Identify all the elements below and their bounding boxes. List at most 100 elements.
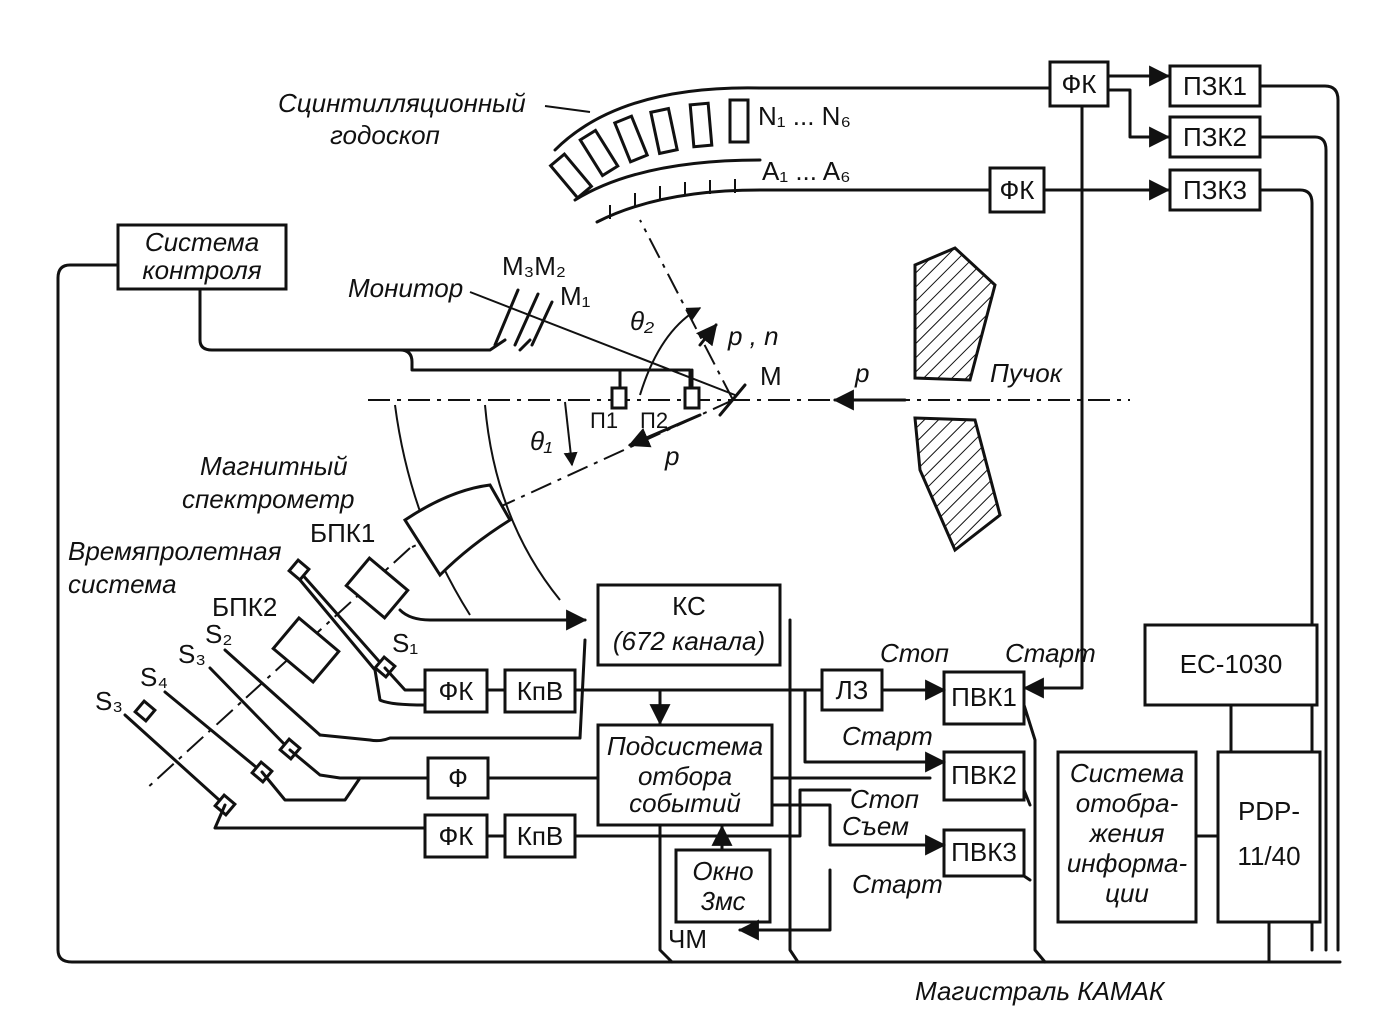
p2-counter — [683, 386, 701, 410]
svg-text:ФК: ФК — [439, 821, 474, 851]
pzk2-box: ПЗК2 — [1168, 115, 1262, 159]
pdp-box: PDP- 11/40 — [1216, 750, 1322, 924]
svg-text:ФК: ФК — [439, 676, 474, 706]
start1-label: Старт — [1005, 638, 1096, 668]
kpv-2-box: КпВ — [503, 813, 577, 859]
svg-text:ции: ции — [1105, 878, 1149, 908]
beam-label: Пучок — [990, 358, 1064, 388]
start2-label: Старт — [842, 721, 933, 751]
s1-label: S₁ — [392, 628, 418, 658]
svg-text:отбора: отбора — [638, 761, 732, 791]
p1-counter — [610, 386, 628, 410]
p-beam-label: p — [854, 358, 869, 388]
svg-text:КпВ: КпВ — [517, 676, 564, 706]
svg-text:Система: Система — [1070, 758, 1184, 788]
hodoscope-label-1: Сцинтилляционный — [278, 88, 526, 118]
svg-text:Подсистема: Подсистема — [607, 731, 763, 761]
svg-text:КС: КС — [672, 591, 706, 621]
bpk2-chamber — [271, 615, 341, 685]
svg-text:3мс: 3мс — [701, 886, 746, 916]
bpk1-label: БПК1 — [310, 518, 375, 548]
fk-s5-box: ФК — [423, 813, 489, 859]
fk-top-box: ФК — [1048, 60, 1110, 108]
svg-text:(672 канала): (672 канала) — [613, 626, 765, 656]
event-selection-subsystem-box: Подсистема отбора событий — [596, 723, 774, 827]
stop1-label: Стоп — [880, 638, 949, 668]
start3-label: Старт — [852, 869, 943, 899]
s5-counter — [123, 713, 230, 810]
svg-text:ПВК1: ПВК1 — [951, 682, 1017, 712]
svg-text:Ф: Ф — [448, 763, 468, 793]
kpv-1-box: КпВ — [503, 668, 577, 714]
s4-label: S₄ — [140, 662, 168, 692]
fk-a-box: ФК — [988, 166, 1046, 214]
m1-label: M₁ — [560, 281, 591, 311]
theta2-label: θ₂ — [630, 306, 654, 336]
svg-text:11/40: 11/40 — [1237, 841, 1300, 871]
display-system-box: Система отобра- жения информа- ции — [1056, 750, 1198, 924]
svg-text:отобра-: отобра- — [1076, 788, 1179, 818]
stop2-label: Стоп — [850, 784, 919, 814]
collimator-lower — [913, 416, 1002, 553]
p-scatter-label: p — [664, 441, 679, 471]
svg-text:жения: жения — [1088, 818, 1164, 848]
pvk1-box: ПВК1 — [942, 670, 1026, 726]
svg-text:ФК: ФК — [1062, 69, 1097, 99]
s3-label: S₃ — [178, 639, 206, 669]
window-3ms-box: Окно 3мс — [674, 848, 772, 924]
s4-counter — [163, 690, 264, 774]
svg-text:событий: событий — [629, 788, 741, 818]
svg-text:ФК: ФК — [1000, 175, 1035, 205]
svg-text:ПВК2: ПВК2 — [951, 760, 1017, 790]
ks-box: КС (672 канала) — [596, 583, 782, 667]
svg-text:ЕС-1030: ЕС-1030 — [1180, 649, 1283, 679]
theta1-label: θ₁ — [530, 426, 552, 456]
s2-label: S₂ — [205, 619, 232, 649]
magnet-label-1: Магнитный — [200, 451, 348, 481]
lz-box: ЛЗ — [820, 668, 884, 712]
svg-text:PDP-: PDP- — [1238, 796, 1300, 826]
svg-text:КпВ: КпВ — [517, 821, 564, 851]
svg-text:ЛЗ: ЛЗ — [836, 675, 869, 705]
m3m2-label: M₃M₂ — [502, 251, 566, 281]
svg-text:Окно: Окно — [692, 856, 753, 886]
pvk2-box: ПВК2 — [942, 750, 1026, 802]
camac-label: Магистраль КАМАК — [915, 976, 1166, 1006]
svg-text:ПЗК3: ПЗК3 — [1183, 175, 1247, 205]
hodoscope-label-2: годоскоп — [330, 120, 440, 150]
p1-label: П1 — [590, 408, 618, 433]
svg-text:Система: Система — [145, 227, 259, 257]
magnet-label-2: спектрометр — [182, 484, 354, 514]
s5-label: S₃ — [95, 686, 123, 716]
svg-text:ПВК3: ПВК3 — [951, 837, 1017, 867]
pvk3-box: ПВК3 — [942, 828, 1026, 878]
svg-text:контроля: контроля — [142, 255, 261, 285]
s2-counter — [223, 648, 322, 737]
target-label: M — [760, 361, 782, 391]
collimator-upper — [913, 246, 997, 382]
tof-label-2: система — [68, 569, 177, 599]
a-counters-label: A₁ ... A₆ — [762, 156, 851, 186]
monitor-counters: Монитор M₃M₂ M₁ — [348, 251, 736, 396]
bpk2-label: БПК2 — [212, 592, 277, 622]
pzk1-box: ПЗК1 — [1168, 64, 1262, 108]
f-box: Ф — [426, 756, 490, 800]
chm-label: ЧМ — [668, 924, 707, 954]
svg-text:информа-: информа- — [1067, 848, 1188, 878]
scintillation-hodoscope: Сцинтилляционный годоскоп N₁ ... N₆ A₁ .… — [278, 86, 851, 224]
monitor-label: Монитор — [348, 273, 463, 303]
svg-text:ПЗК2: ПЗК2 — [1183, 122, 1247, 152]
fk-s1-box: ФК — [423, 668, 489, 714]
s3-counter — [208, 666, 292, 752]
n-counters-label: N₁ ... N₆ — [758, 101, 851, 131]
tof-label-1: Времяпролетная — [68, 536, 282, 566]
control-system-box: Система контроля — [116, 223, 288, 291]
pn-label: p , n — [727, 321, 779, 351]
reset-label: Съем — [842, 811, 909, 841]
pzk3-box: ПЗК3 — [1168, 168, 1262, 212]
ec1030-box: ЕС-1030 — [1143, 623, 1319, 707]
s1-counter — [298, 570, 387, 670]
bpk1-chamber — [344, 556, 410, 620]
svg-text:ПЗК1: ПЗК1 — [1183, 71, 1247, 101]
